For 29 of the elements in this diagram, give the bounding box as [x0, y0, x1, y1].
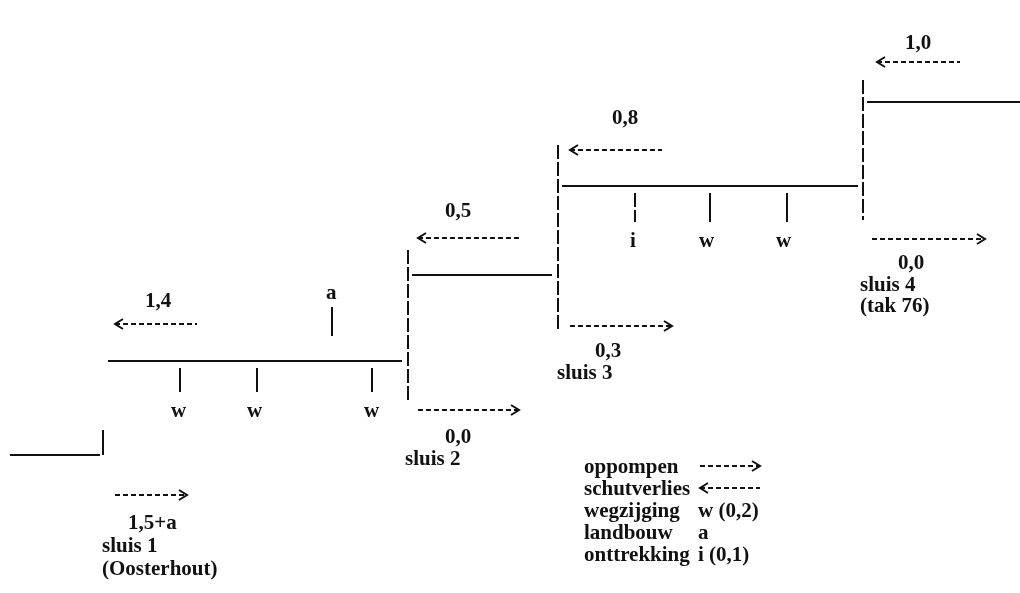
flow-value: 1,5+a — [128, 511, 177, 533]
flow-value: 0,3 — [595, 339, 622, 361]
letter-marker: w — [699, 229, 715, 251]
letter-marker: i — [630, 229, 636, 251]
lock-name: sluis 4 — [860, 273, 916, 295]
lock-name: sluis 2 — [405, 447, 461, 469]
letter-marker: a — [326, 281, 337, 303]
flow-value: 0,5 — [445, 199, 472, 221]
lock-name: (Oosterhout) — [102, 557, 218, 579]
key-term: landbouw — [584, 521, 673, 543]
lock-name: sluis 3 — [557, 361, 613, 383]
legend-label: schutverlies — [584, 477, 691, 499]
flow-value: 1,4 — [145, 289, 172, 311]
flow-value: 0,8 — [612, 106, 639, 128]
flow-value: 0,0 — [898, 251, 925, 273]
lock-name: sluis 1 — [102, 534, 158, 556]
key-symbol: i (0,1) — [698, 543, 750, 565]
lock-name: (tak 76) — [860, 294, 930, 316]
letter-marker: w — [171, 399, 187, 421]
flow-value: 1,0 — [905, 31, 932, 53]
key-term: onttrekking — [584, 543, 690, 565]
letter-marker: w — [247, 399, 263, 421]
letter-marker: w — [776, 229, 792, 251]
key-term: wegzijging — [584, 499, 680, 521]
legend-label: oppompen — [584, 455, 679, 477]
letter-marker: w — [364, 399, 380, 421]
key-symbol: w (0,2) — [698, 499, 759, 521]
flow-value: 0,0 — [445, 425, 472, 447]
key-symbol: a — [698, 521, 709, 543]
